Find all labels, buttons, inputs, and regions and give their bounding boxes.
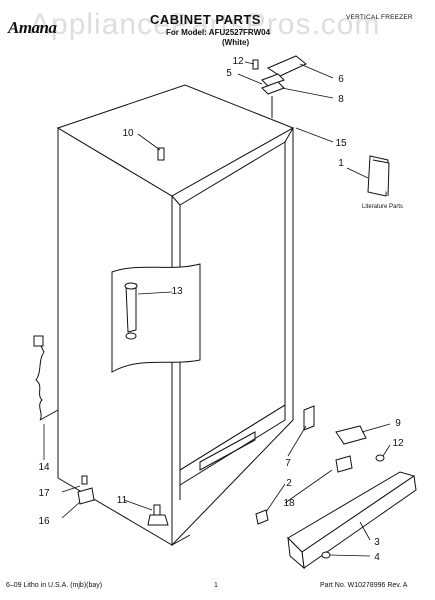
base-grille <box>287 471 417 570</box>
bottom-hinge <box>303 405 367 445</box>
callout-2: 2 <box>286 478 292 489</box>
callout-1: 1 <box>338 158 344 169</box>
callout-4: 4 <box>374 552 380 563</box>
callout-8: 8 <box>338 94 344 105</box>
door-stop <box>124 282 138 340</box>
callout-7: 7 <box>285 458 291 469</box>
callout-14: 14 <box>38 462 50 473</box>
color-label: (White) <box>222 38 250 47</box>
literature-parts <box>367 155 390 197</box>
clip-parts <box>77 454 385 559</box>
literature-label: Literature Parts <box>362 204 404 210</box>
model-line: For Model: AFU2527FRW04 <box>166 28 271 37</box>
watermark: AppliancePartsPros.com <box>30 8 381 41</box>
callout-16: 16 <box>38 516 50 527</box>
footer-part-number: Part No. W10278996 Rev. A <box>320 582 408 589</box>
callout-9: 9 <box>395 418 401 429</box>
cutaway <box>111 263 201 373</box>
callout-13: 13 <box>171 286 183 297</box>
page-title: CABINET PARTS <box>150 12 261 27</box>
callout-6: 6 <box>338 74 344 85</box>
power-cord <box>33 335 59 421</box>
plug-button <box>157 147 165 161</box>
top-hinge <box>261 55 307 118</box>
leveling-leg <box>147 504 169 526</box>
callout-15: 15 <box>335 138 347 149</box>
callout-12: 12 <box>232 56 244 67</box>
callout-11: 11 <box>117 495 128 506</box>
callout-18: 18 <box>283 498 295 509</box>
product-type: VERTICAL FREEZER <box>346 14 413 21</box>
callout-10: 10 <box>122 128 134 139</box>
brand-logo: Amana <box>8 18 57 37</box>
hinge-screw <box>252 59 259 70</box>
callout-5: 5 <box>226 68 232 79</box>
callout-3: 3 <box>374 537 380 548</box>
grille-slot <box>199 431 256 471</box>
callout-12: 12 <box>392 438 404 449</box>
footer-litho: 6–09 Litho in U.S.A. (mjb)(bay) <box>6 582 103 589</box>
callout-17: 17 <box>38 488 50 499</box>
footer-page: 1 <box>214 582 218 589</box>
